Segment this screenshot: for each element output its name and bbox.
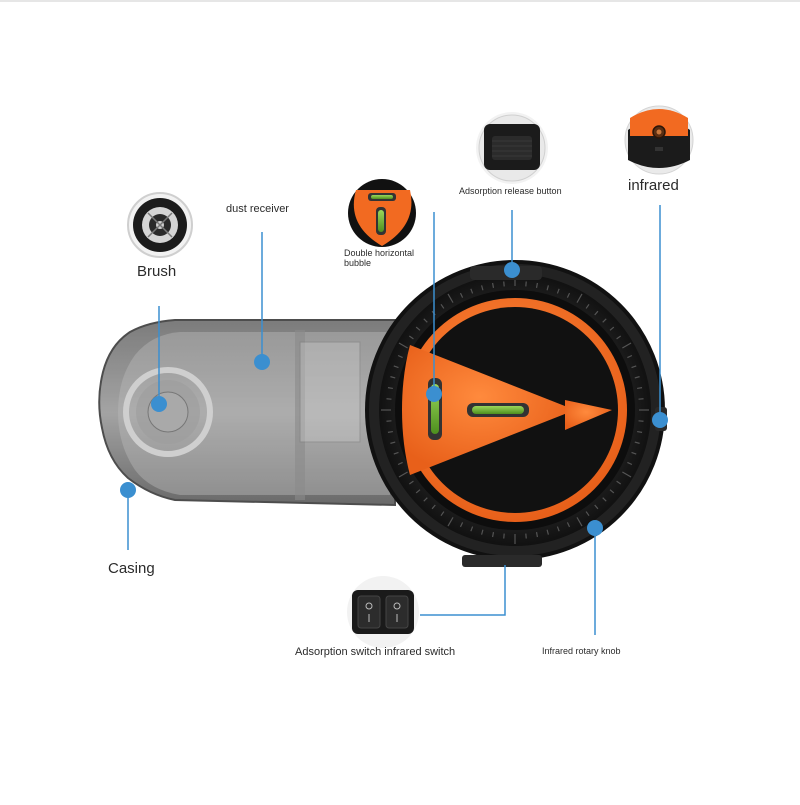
label-brush: Brush	[137, 263, 176, 280]
label-infrared: infrared	[628, 177, 679, 194]
casing	[99, 320, 395, 505]
dial-tick	[388, 388, 393, 389]
dial-tick	[637, 388, 642, 389]
label-dust-receiver: dust receiver	[226, 203, 289, 216]
label-adsorption-release-button: Adsorption release button	[459, 186, 562, 196]
infrared-emitter-icon	[625, 106, 693, 174]
dial-tick	[493, 532, 494, 537]
rocker-switch-icon	[347, 576, 419, 648]
release-button-icon	[476, 112, 548, 184]
label-infrared-rotary-knob: Infrared rotary knob	[542, 646, 621, 656]
label-adsorption-switch-infrared-switch: Adsorption switch infrared switch	[295, 646, 455, 659]
brush-icon	[128, 193, 192, 257]
dial-tick	[537, 532, 538, 537]
dial-tick	[537, 283, 538, 288]
dial-tick	[637, 432, 642, 433]
main-body	[367, 262, 667, 567]
bubble-inset	[348, 179, 416, 247]
dial-tick	[493, 283, 494, 288]
label-double-horizontal-bubble: Double horizontal bubble	[344, 248, 416, 269]
label-casing: Casing	[108, 560, 155, 577]
dial-tick	[388, 432, 393, 433]
